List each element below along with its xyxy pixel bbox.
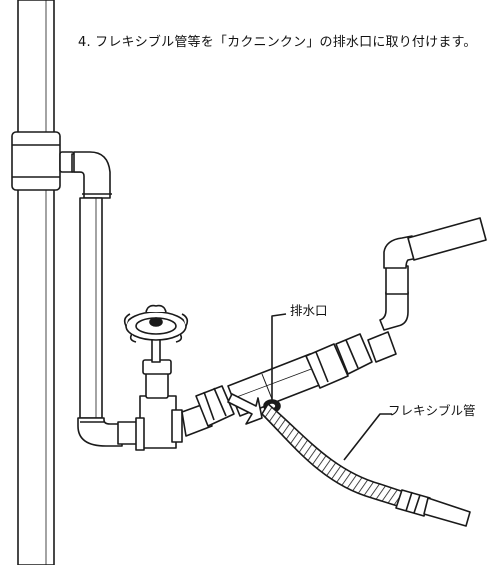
- upper-elbow: [73, 151, 112, 199]
- outgoing-hose: [423, 497, 471, 527]
- right-riser-pipe: [385, 265, 409, 295]
- union-nut-1: [195, 385, 235, 427]
- main-vertical-pipe: [17, 0, 55, 566]
- flexible-pipe-leader: [343, 413, 392, 461]
- drain-outlet-label: 排水口: [290, 303, 328, 318]
- connector-pipe-2: [367, 331, 397, 363]
- drain-outlet-leader: [271, 313, 287, 400]
- union-nut-2: [305, 333, 373, 389]
- tee-fitting: [11, 131, 75, 191]
- lower-elbow: [77, 417, 123, 447]
- outgoing-pipe: [407, 217, 487, 261]
- insert-arrow-icon: [227, 393, 263, 425]
- flexible-pipe: [261, 403, 411, 509]
- flexible-pipe-fitting: [395, 489, 431, 517]
- vertical-drop-pipe: [79, 197, 103, 419]
- gate-valve: [123, 304, 189, 451]
- flexible-pipe-label: フレキシブル管: [388, 403, 476, 418]
- right-lower-elbow: [379, 291, 409, 331]
- instruction-text: 4. フレキシブル管等を「カクニンクン」の排水口に取り付けます。: [78, 35, 477, 50]
